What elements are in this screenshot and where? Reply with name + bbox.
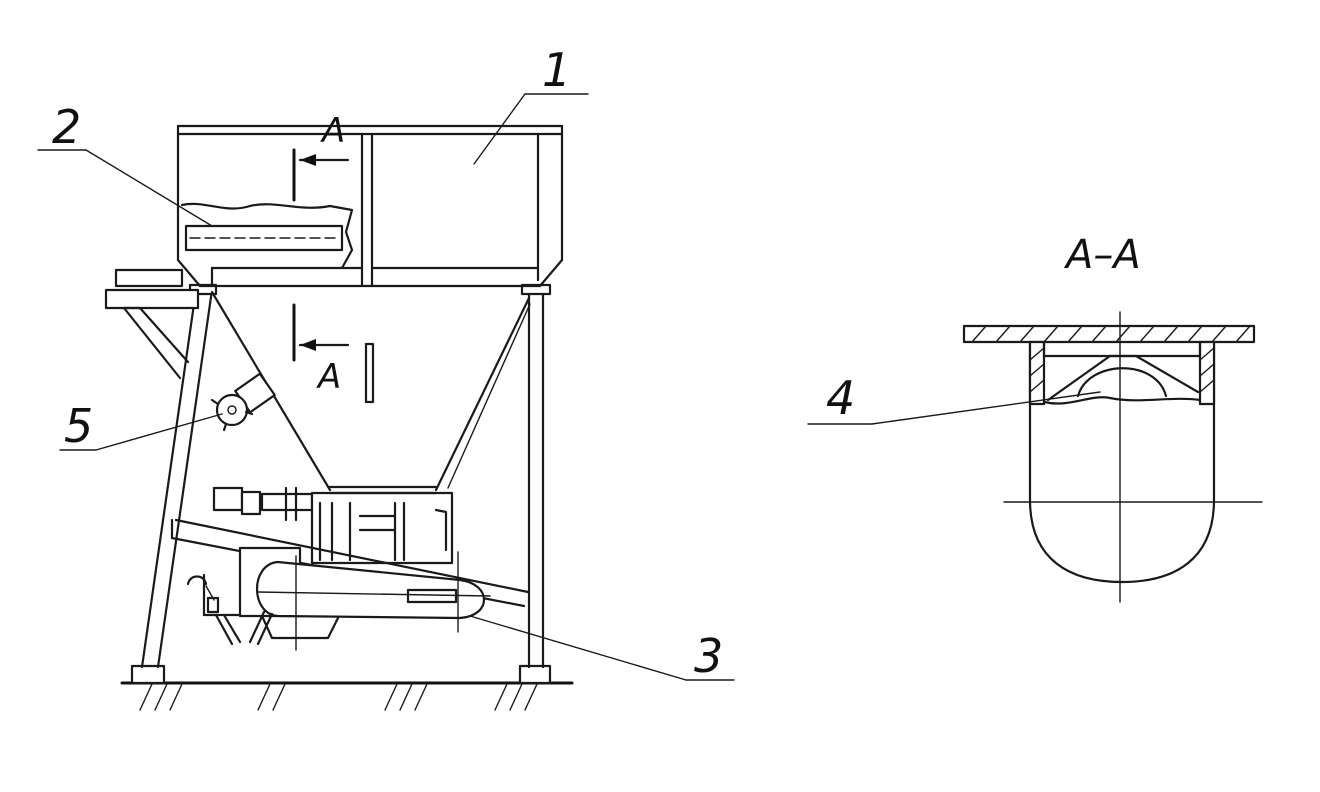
conveyor-assembly <box>170 485 530 651</box>
section-view-title: A–A <box>1063 232 1141 278</box>
callout-5-label: 5 <box>64 399 93 453</box>
section-cut-markers <box>292 148 375 404</box>
side-chute <box>104 268 200 380</box>
callout-2-label: 2 <box>52 100 81 154</box>
section-trough <box>1028 340 1216 584</box>
section-top-plate <box>962 324 1256 344</box>
screen-breakout <box>180 202 354 270</box>
callout-3-label: 3 <box>694 629 723 683</box>
ground-base <box>120 664 574 711</box>
section-marker-top: A <box>320 111 345 151</box>
section-marker-bottom: A <box>316 357 341 397</box>
callout-4-label: 4 <box>826 371 855 425</box>
callout-1-label: 1 <box>542 43 571 97</box>
leader-lines <box>37 93 735 681</box>
section-centerlines <box>1003 311 1263 603</box>
leader-line-4 <box>807 391 1101 425</box>
vibrator-unit <box>210 372 276 432</box>
hopper-elevation-view: 1 2 5 3 A A <box>37 43 735 711</box>
support-legs <box>140 283 552 669</box>
upper-bin <box>176 124 564 288</box>
section-view-a-a: A–A <box>807 232 1263 603</box>
